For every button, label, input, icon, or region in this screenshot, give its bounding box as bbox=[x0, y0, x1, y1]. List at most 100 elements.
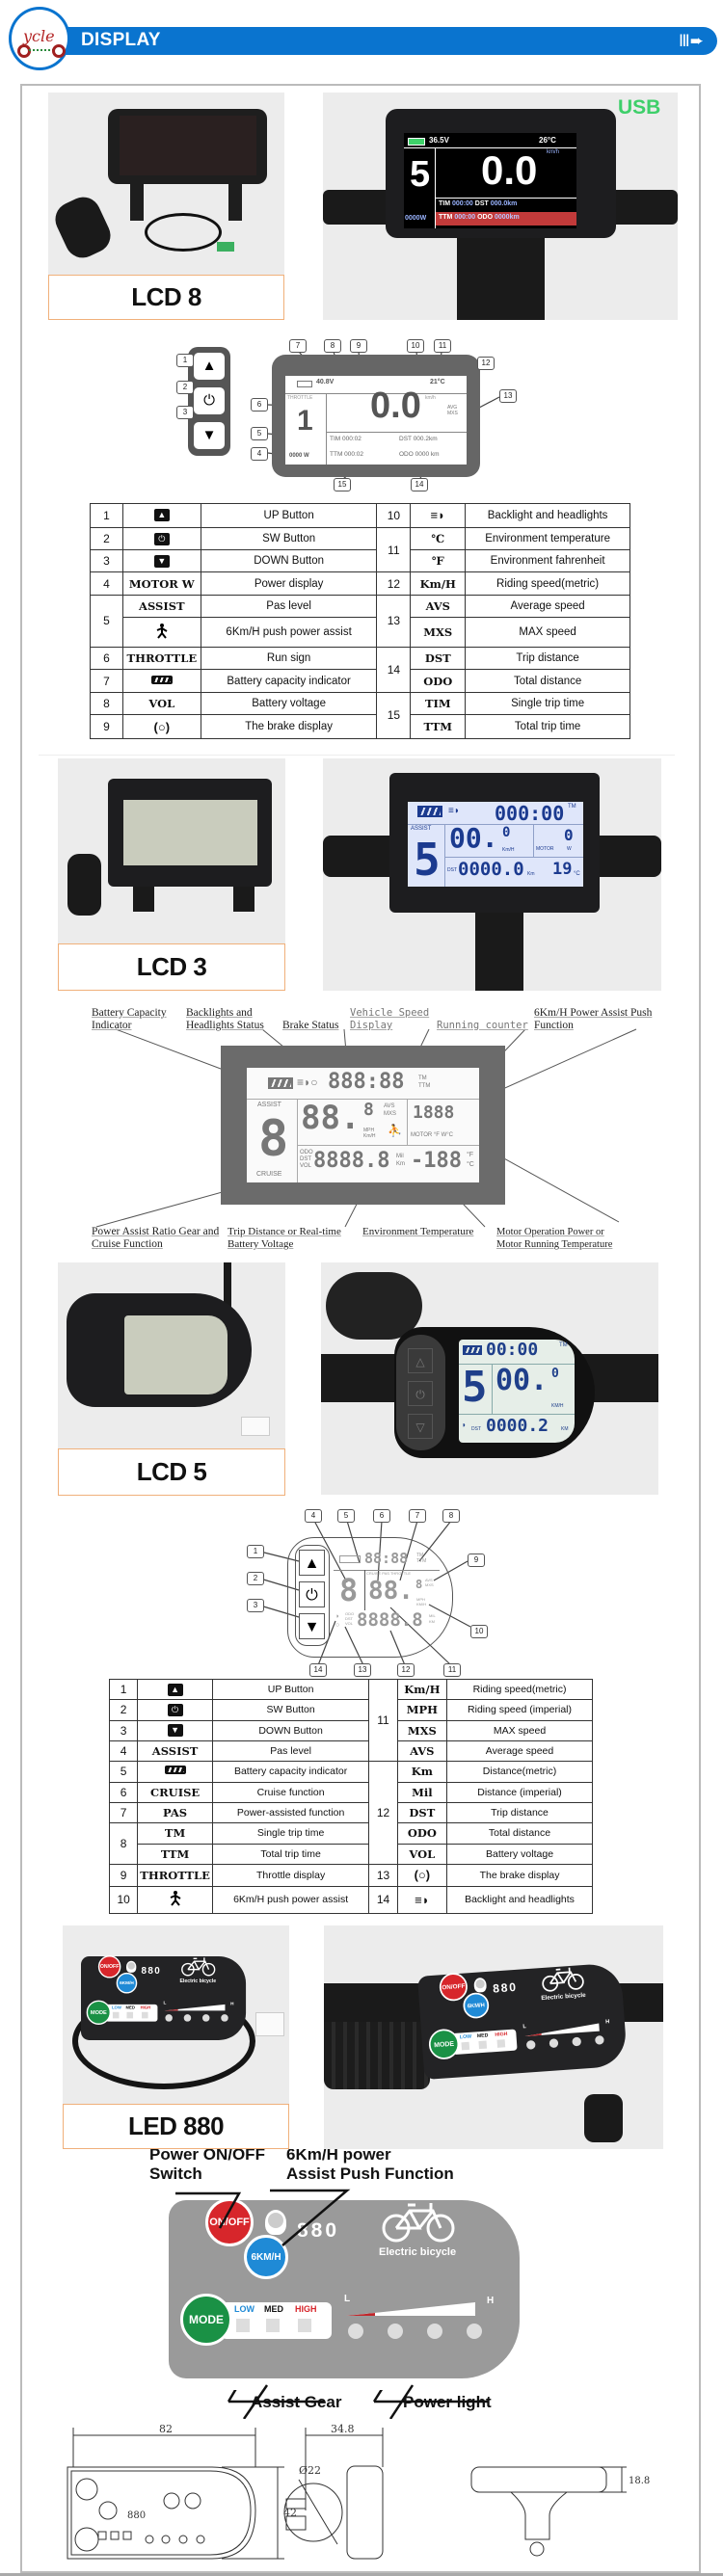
bicycle-icon bbox=[542, 1967, 584, 1992]
mode-labels: CRUISE PAS THROTTLE bbox=[366, 1571, 412, 1576]
symbol-cell: PAS bbox=[137, 1801, 213, 1824]
item-number: 4 bbox=[108, 1739, 139, 1763]
total-row: TTM 000:00 ODO 0000km bbox=[436, 212, 576, 226]
high-gear-label: HIGH bbox=[140, 2005, 151, 2010]
callout-4: 4 bbox=[251, 447, 268, 461]
assist-level-readout: 5 bbox=[410, 154, 431, 195]
speed-digits: 88. bbox=[301, 1099, 361, 1137]
lcd3-mounted-photo: ≡◗ 000:00 TM ASSIST 5 00. 0 Km/H 0 MOTOR… bbox=[323, 758, 661, 991]
symbol-cell: MPH bbox=[396, 1699, 448, 1721]
bicycle-icon bbox=[382, 2203, 455, 2243]
high-gear-light bbox=[298, 2319, 311, 2332]
item-number: 2 bbox=[108, 1699, 139, 1721]
power-light-2 bbox=[183, 2014, 192, 2022]
label-environment-temperature: Environment Temperature bbox=[362, 1226, 474, 1237]
model-number: 880 bbox=[492, 1980, 519, 1996]
label-motor-operation: Motor Operation Power or Motor Running T… bbox=[496, 1227, 613, 1250]
brand-text: Electric bicycle bbox=[179, 1978, 217, 1984]
symbol-cell: ASSIST bbox=[137, 1739, 213, 1763]
item-description: Total distance bbox=[465, 669, 630, 693]
battery-icon bbox=[417, 806, 442, 817]
low-gear-light bbox=[112, 2011, 120, 2019]
divider bbox=[39, 755, 675, 756]
item-description: Cruise function bbox=[211, 1781, 370, 1803]
on-off-button[interactable]: ON/OFF bbox=[205, 2198, 254, 2246]
headlight-icon: ◗ bbox=[335, 1613, 340, 1620]
item-description: Backlight and headlights bbox=[465, 503, 630, 528]
up-button-icon: △ bbox=[408, 1348, 433, 1373]
push-indicator-light bbox=[268, 2213, 283, 2228]
motor-readout: 0 bbox=[564, 826, 574, 844]
symbol-cell: ℉ bbox=[410, 549, 467, 573]
dst-label: DST 000.2km bbox=[399, 436, 438, 442]
med-gear-light bbox=[478, 2040, 488, 2050]
brand-text: Electric bicycle bbox=[541, 1991, 586, 2002]
label-backlights: Backlights and Headlights Status bbox=[186, 1007, 264, 1031]
push-assist-button[interactable]: 6KM/H bbox=[244, 2235, 288, 2279]
push-assist-button[interactable]: 6KM/H bbox=[462, 1991, 491, 2020]
label-trip-distance: Trip Distance or Real-time Battery Volta… bbox=[228, 1226, 341, 1250]
mode-button[interactable]: MODE bbox=[180, 2294, 232, 2346]
battery-icon bbox=[297, 381, 312, 387]
item-number: 10 bbox=[376, 503, 412, 528]
label-battery-capacity: Battery Capacity Indicator bbox=[92, 1007, 167, 1031]
item-description: Trip distance bbox=[465, 647, 630, 671]
item-description: SW Button bbox=[211, 1699, 370, 1721]
distance-digits: 8888.8 bbox=[313, 1149, 390, 1173]
on-off-button[interactable]: ON/OFF bbox=[97, 1955, 121, 1978]
item-number: 10 bbox=[108, 1885, 139, 1915]
callout-3: 3 bbox=[176, 406, 194, 419]
item-description: Riding speed(metric) bbox=[465, 571, 630, 596]
up-button-icon: ▲ bbox=[121, 503, 201, 528]
item-description: Power display bbox=[200, 571, 378, 596]
mode-button[interactable]: MODE bbox=[86, 2000, 112, 2025]
power-light-2 bbox=[388, 2324, 403, 2339]
med-gear-label: MED bbox=[125, 2005, 135, 2010]
led880-label: LED 880 bbox=[63, 2104, 289, 2149]
time-digits: 88:88 bbox=[364, 1550, 409, 1567]
assist-label: ASSIST bbox=[257, 1102, 281, 1108]
high-gear-light bbox=[496, 2039, 506, 2048]
item-number: 8 bbox=[90, 691, 123, 716]
on-off-button[interactable]: ON/OFF bbox=[438, 1972, 469, 2003]
symbol-cell: CRUISE bbox=[137, 1781, 213, 1803]
led880-product-photo: ON/OFF 6KM/H 880 Electric bicycle LOW ME… bbox=[63, 1925, 289, 2104]
item-description: UP Button bbox=[211, 1678, 370, 1701]
callout-2: 2 bbox=[176, 381, 194, 394]
section-header-bar bbox=[43, 27, 717, 55]
temperature-readout: 26°C bbox=[539, 136, 556, 145]
odo-label: ODO 0000 km bbox=[399, 451, 440, 458]
lcd8-keypad: ▲ ⏻ ▼ bbox=[188, 347, 230, 456]
down-button-icon: ▼ bbox=[137, 1719, 213, 1741]
high-marker: H bbox=[487, 2296, 495, 2306]
brand-text: Electric bicycle bbox=[379, 2246, 457, 2258]
power-level-gauge bbox=[346, 2302, 475, 2316]
item-description: UP Button bbox=[200, 503, 378, 528]
push-assist-button[interactable]: 6KM/H bbox=[116, 1972, 138, 1994]
speed-decimal: 8 bbox=[415, 1578, 423, 1591]
item-description: MAX speed bbox=[446, 1719, 593, 1741]
item-description: Environment fahrenheit bbox=[465, 549, 630, 573]
tim-label: TIM 000:02 bbox=[330, 436, 362, 442]
item-number: 9 bbox=[108, 1863, 139, 1887]
symbol-cell: MXS bbox=[410, 617, 467, 649]
cruise-label: CRUISE bbox=[256, 1171, 282, 1178]
callout-10: 10 bbox=[470, 1625, 488, 1638]
brake-icon: ○ bbox=[335, 1622, 340, 1629]
item-description: 6Km/H push power assist bbox=[200, 617, 378, 649]
item-description: Single trip time bbox=[465, 691, 630, 716]
item-description: The brake display bbox=[446, 1863, 593, 1887]
down-button-icon: ▽ bbox=[408, 1414, 433, 1439]
power-light-3 bbox=[201, 2014, 210, 2022]
